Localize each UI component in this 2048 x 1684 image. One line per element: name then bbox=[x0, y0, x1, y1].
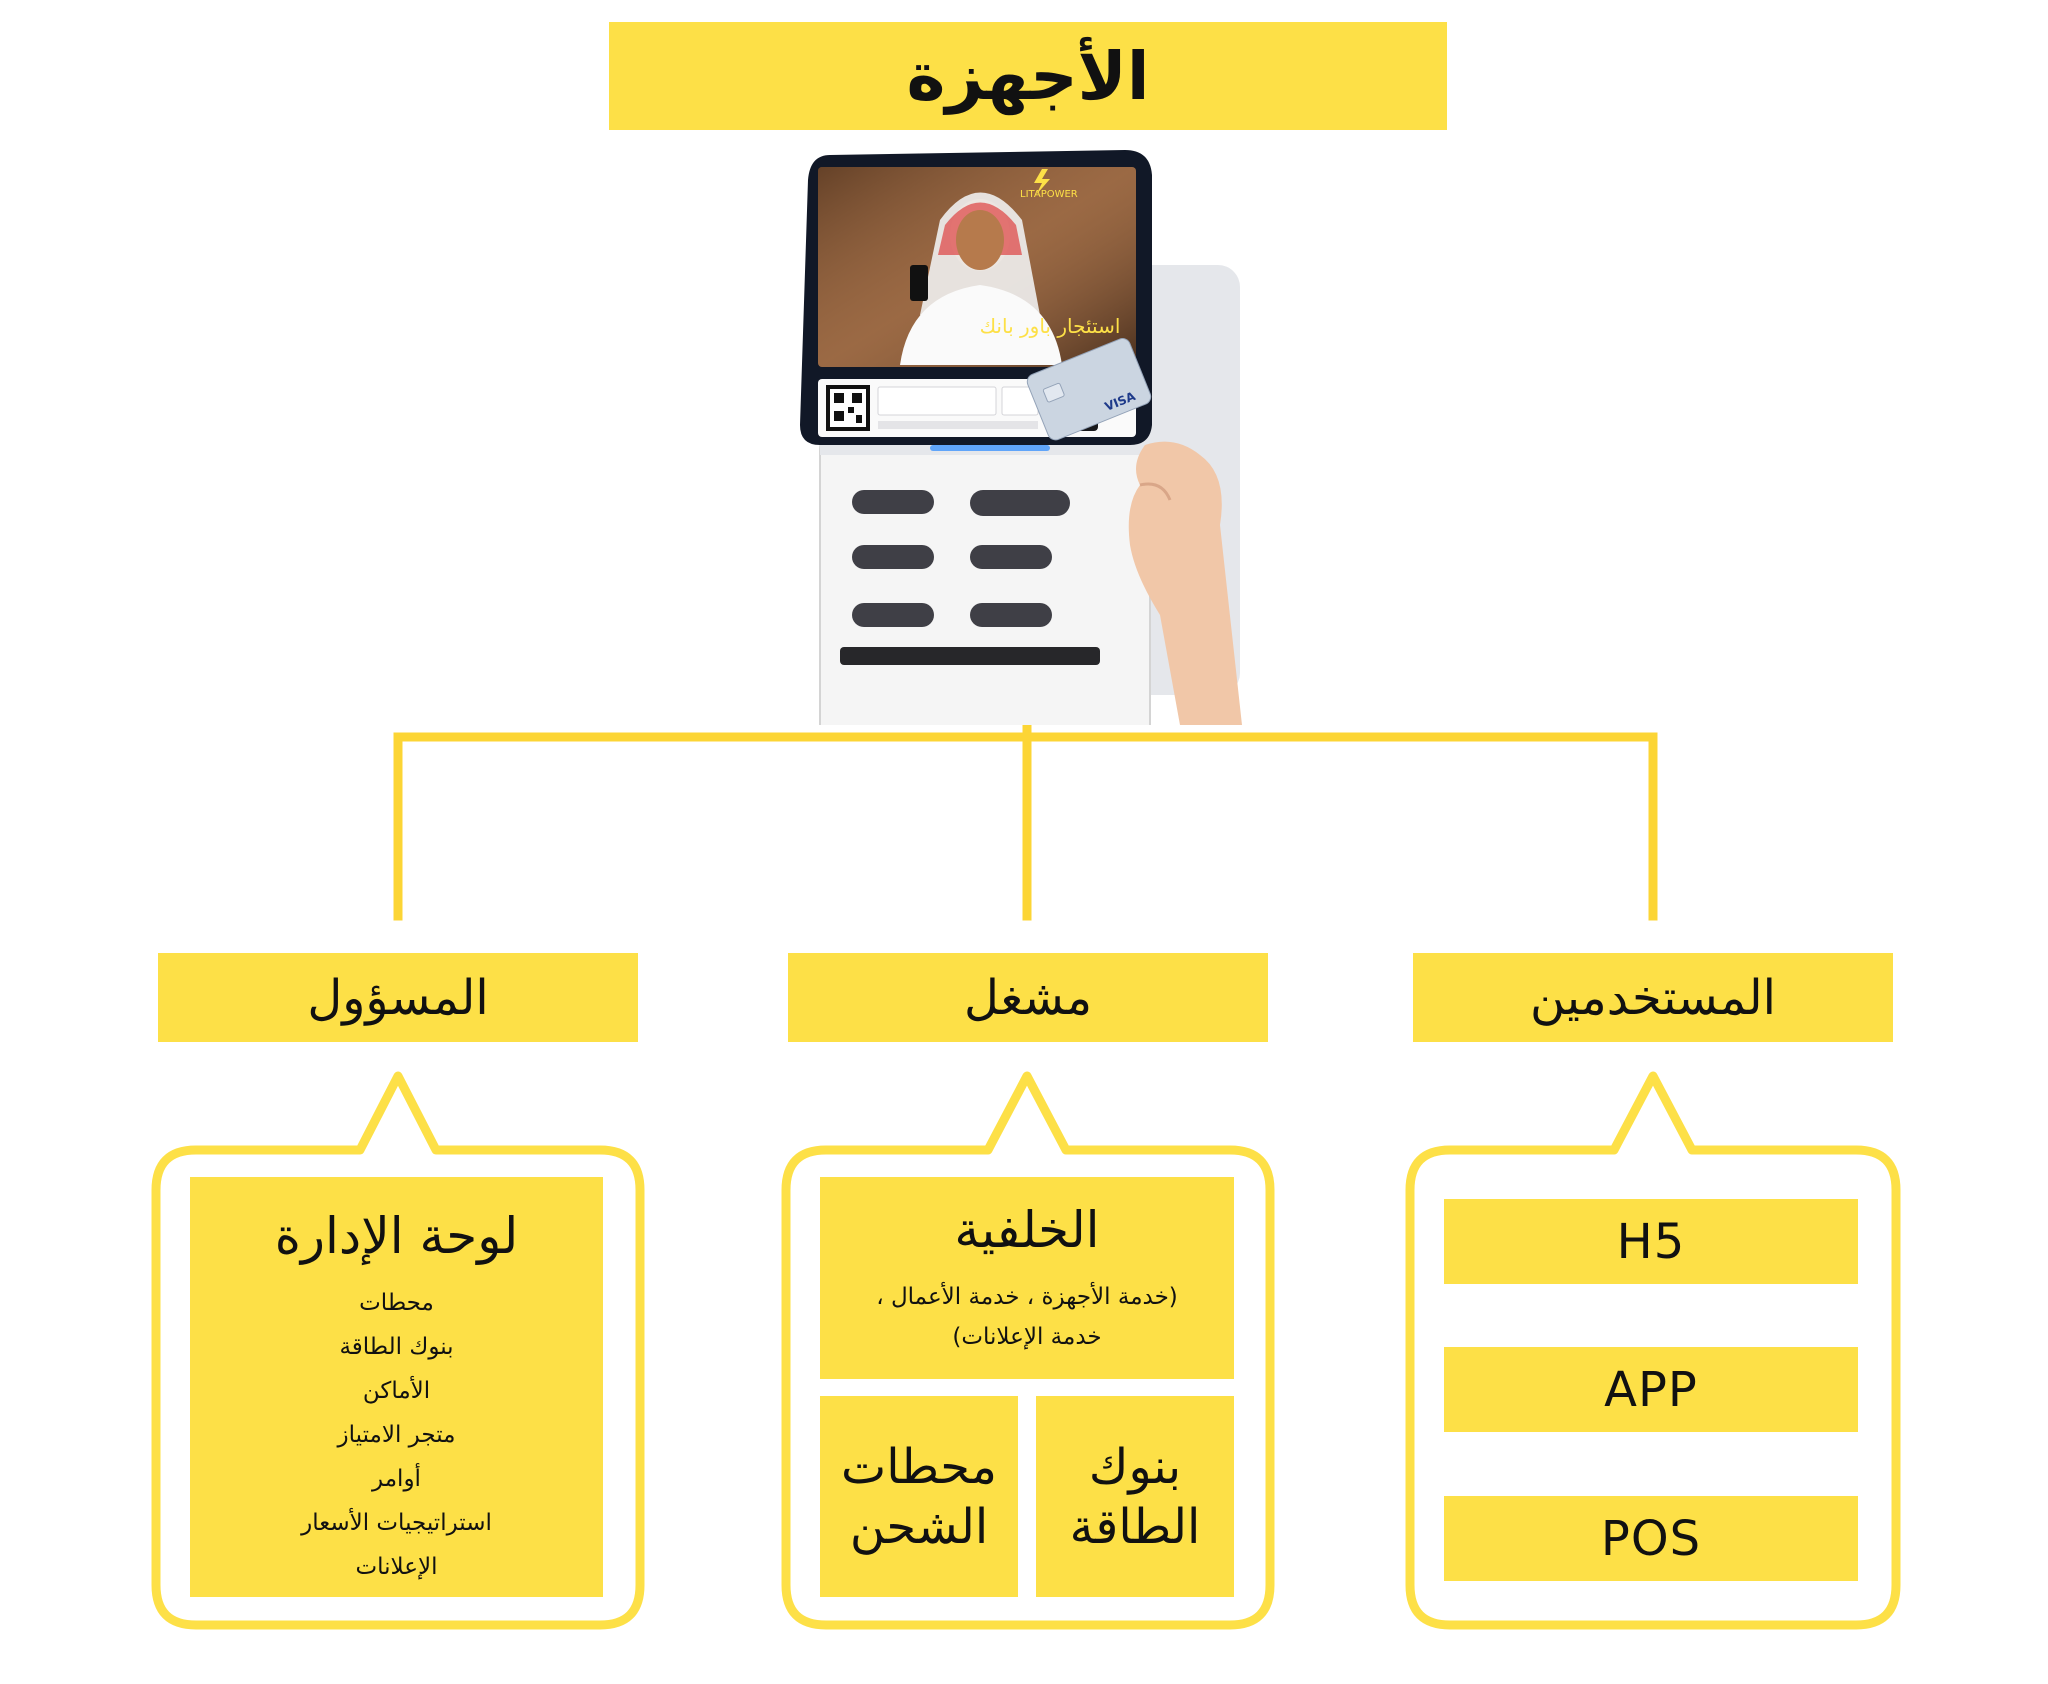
backend-title: الخلفية bbox=[954, 1201, 1100, 1259]
page-title: الأجهزة bbox=[609, 22, 1447, 130]
admin-callout-outline bbox=[151, 1071, 645, 1630]
operator-callout-outline bbox=[781, 1071, 1275, 1630]
channel-app: APP bbox=[1444, 1347, 1858, 1432]
operator-power-banks: بنوك الطاقة bbox=[1036, 1396, 1234, 1597]
admin-item-orders: أوامر bbox=[372, 1466, 421, 1492]
admin-dashboard-box: لوحة الإدارة محطات بنوك الطاقة الأماكن م… bbox=[190, 1177, 603, 1597]
channel-h5: H5 bbox=[1444, 1199, 1858, 1284]
brand-label: LITAPOWER bbox=[1020, 189, 1078, 200]
backend-services: (خدمة الأجهزة ، خدمة الأعمال ، خدمة الإع… bbox=[876, 1284, 1178, 1350]
admin-item-venues: الأماكن bbox=[362, 1378, 431, 1404]
role-users-label: المستخدمين bbox=[1413, 953, 1893, 1042]
operator-backend-box: الخلفية (خدمة الأجهزة ، خدمة الأعمال ، خ… bbox=[820, 1177, 1234, 1379]
role-operator-label: مشغل bbox=[788, 953, 1268, 1042]
role-admin-label: المسؤول bbox=[158, 953, 638, 1042]
svg-text:استئجار باور بانك: استئجار باور بانك bbox=[980, 314, 1121, 338]
operator-charging-stations: محطات الشحن bbox=[820, 1396, 1018, 1597]
admin-item-franchise-store: متجر الامتياز bbox=[337, 1422, 456, 1448]
admin-item-power-banks: بنوك الطاقة bbox=[339, 1334, 454, 1360]
users-callout-outline bbox=[1405, 1071, 1901, 1630]
admin-item-pricing-strategies: استراتيجيات الأسعار bbox=[301, 1510, 492, 1536]
admin-dashboard-title: لوحة الإدارة bbox=[274, 1207, 519, 1265]
admin-item-ads: الإعلانات bbox=[355, 1554, 438, 1580]
channel-pos: POS bbox=[1444, 1496, 1858, 1581]
power-bank-kiosk-icon: LITAPOWER استئجار باور بانك VISA bbox=[800, 150, 1242, 725]
admin-item-stations: محطات bbox=[359, 1290, 434, 1316]
